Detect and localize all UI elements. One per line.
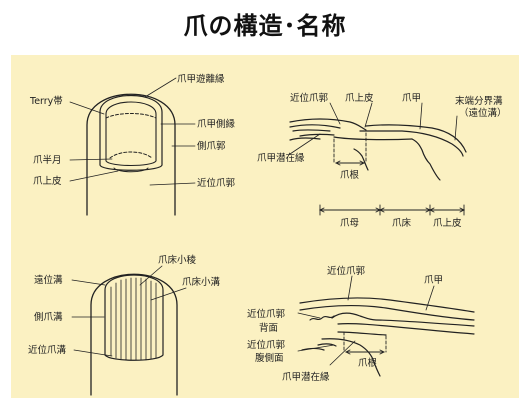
fig2-dashed-root [333, 132, 367, 164]
label-nail-root: 爪根 [340, 169, 360, 181]
label-distal-groove-note: （遠位溝） [459, 107, 507, 119]
label-cuticle: 爪上皮 [33, 175, 62, 187]
label-lateral-edge: 爪甲側縁 [197, 118, 236, 130]
label-lunula: 爪半月 [33, 154, 62, 166]
label-bed-ridge: 爪床小稜 [158, 254, 197, 266]
fig1-finger-top-view [86, 93, 176, 216]
diagram-panel [11, 55, 519, 398]
label-distal-groove: 遠位溝 [34, 274, 63, 286]
label-nail-plate: 爪甲 [424, 275, 443, 286]
label-proximal-fold: 近位爪郭 [197, 177, 236, 189]
label-cuticle: 爪上皮 [345, 92, 374, 104]
label-nail-bed: 爪床 [392, 217, 412, 229]
label-free-edge: 爪甲遊離縁 [177, 73, 225, 85]
fig4-leader-lines [297, 275, 435, 366]
label-ventral-surface: 腹側面 [255, 352, 284, 364]
fig2-leader-lines [289, 102, 458, 155]
label-latent-edge: 爪甲潜在縁 [282, 371, 330, 383]
label-proximal-groove: 近位爪溝 [28, 344, 67, 356]
label-proximal-fold-2: 近位爪郭 [247, 339, 286, 351]
fig4-labels: 近位爪郭 爪甲 近位爪郭 背面 近位爪郭 腹側面 爪根 爪甲潜在縁 [247, 265, 443, 383]
label-proximal-fold: 近位爪郭 [247, 308, 286, 320]
label-terry-band: Terry帯 [29, 95, 63, 107]
label-cuticle-range: 爪上皮 [433, 217, 462, 229]
label-bed-groove: 爪床小溝 [182, 276, 221, 288]
fig1-labels: Terry帯 爪甲遊離縁 爪甲側縁 側爪郭 爪半月 爪上皮 近位爪郭 [29, 73, 236, 189]
page-title: 爪の構造･名称 [183, 12, 347, 40]
label-proximal-fold-top: 近位爪郭 [327, 265, 366, 277]
label-latent-edge: 爪甲潜在縁 [257, 152, 305, 164]
fig2-cross-section [289, 118, 467, 181]
fig3-finger-nailbed [90, 273, 178, 396]
label-nail-plate: 爪甲 [402, 93, 421, 104]
label-nail-root: 爪根 [358, 357, 378, 369]
fig3-leader-lines [71, 265, 187, 357]
fig1-leader-lines [69, 77, 196, 186]
fig2-root-bracket [334, 160, 366, 166]
label-dorsal-surface: 背面 [259, 322, 278, 334]
label-lateral-fold: 側爪郭 [197, 140, 226, 152]
label-lateral-groove: 側爪溝 [34, 311, 63, 323]
fig2-labels: 近位爪郭 爪上皮 爪甲 末端分界溝 （遠位溝） 爪甲潜在縁 爪根 爪母 爪床 爪… [257, 92, 507, 229]
fig4-dashed-root [343, 331, 387, 353]
fig4-root-bracket [344, 349, 386, 355]
fig3-labels: 爪床小稜 遠位溝 爪床小溝 側爪溝 近位爪溝 [28, 254, 221, 356]
fig3-ridge-lines [110, 277, 157, 361]
label-nail-matrix: 爪母 [340, 218, 359, 229]
label-terminal-groove: 末端分界溝 [455, 95, 503, 107]
label-proximal-fold: 近位爪郭 [290, 92, 329, 104]
fig2-region-brackets [318, 204, 466, 216]
fig4-cross-section [299, 297, 475, 377]
